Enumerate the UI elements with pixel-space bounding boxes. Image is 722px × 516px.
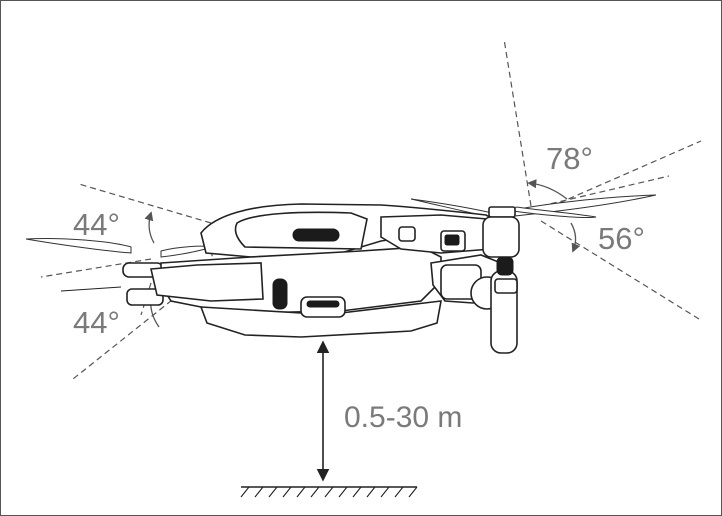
front-upper-angle-arc: [144, 211, 155, 244]
rear-lower-angle-label: 56°: [598, 221, 645, 256]
front-upper-angle-label: 44°: [73, 207, 120, 242]
forward-sensor: [398, 226, 416, 242]
rear-lower-fov-line: [540, 220, 700, 320]
rear-upper-fov-line-2: [540, 140, 702, 212]
top-vent: [292, 228, 340, 242]
height-range-label: 0.5-30 m: [344, 401, 462, 434]
rear-leg-light: [496, 256, 514, 276]
front-upper-fov-line: [78, 183, 212, 224]
front-arm: [150, 262, 264, 302]
downward-sensor-lens: [306, 300, 340, 308]
drone-body: [150, 203, 520, 354]
rear-upper-angle-arc: [527, 179, 568, 200]
rear-lower-fov-line-2: [540, 175, 670, 207]
front-upper-fov-line-2: [40, 258, 152, 278]
rear-upper-fov-line: [503, 38, 532, 207]
front-lower-angle-label: 44°: [73, 305, 120, 340]
rear-sensor-lens: [444, 234, 460, 246]
side-vent: [272, 278, 288, 310]
rear-upper-angle-label: 78°: [546, 141, 593, 176]
ground-hatching: [240, 486, 418, 498]
rear-lower-angle-arc: [570, 222, 581, 253]
rear-motor: [482, 216, 520, 258]
rear-leg-joint: [494, 278, 518, 294]
